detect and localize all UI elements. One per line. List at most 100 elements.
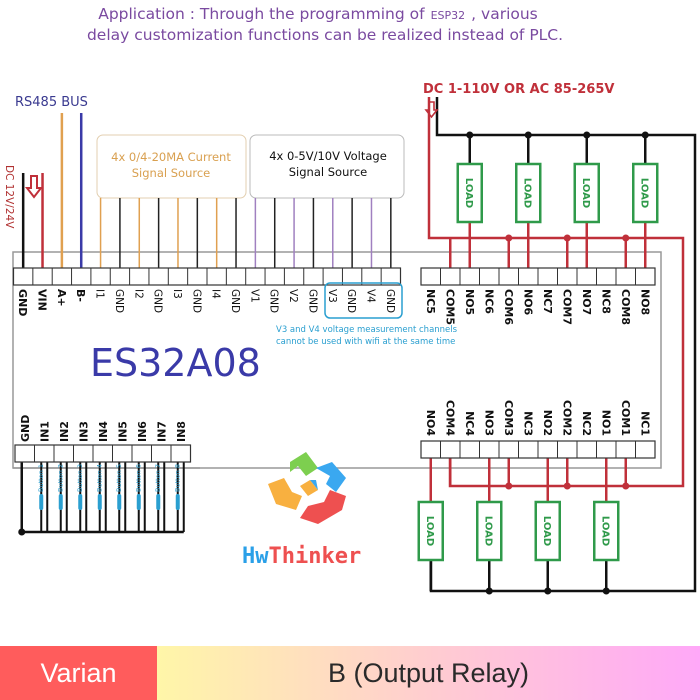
pin-label-com2: COM2 <box>560 400 573 436</box>
current-source-box <box>96 134 247 199</box>
pin-label-no3: NO3 <box>482 410 495 436</box>
junction-dot <box>563 234 571 242</box>
junction-dot <box>18 528 26 536</box>
button-label: Button 6 <box>134 464 142 492</box>
junction-dot <box>524 131 532 139</box>
variant-value: B (Output Relay) <box>157 646 700 700</box>
pin-label-no2: NO2 <box>541 410 554 436</box>
current-source-sub: Signal Source <box>132 166 210 180</box>
junction-dot <box>544 587 552 595</box>
pin-label-in6: IN6 <box>136 421 149 442</box>
load-box <box>632 162 659 224</box>
junction-dot <box>622 234 630 242</box>
pin-label-com1: COM1 <box>619 400 632 436</box>
header-line2: delay customization functions can be rea… <box>87 26 563 44</box>
hwthinker-logo: HwThinker <box>242 452 361 569</box>
pin-label-gnd: GND <box>268 289 280 313</box>
load-label: LOAD <box>638 178 649 208</box>
pin-label-gnd: GND <box>113 289 125 313</box>
junction-dot <box>563 482 571 490</box>
junction-dot <box>641 131 649 139</box>
pin-label-gnd: GND <box>229 289 241 313</box>
load-box <box>417 500 444 562</box>
pin-label-nc1: NC1 <box>638 411 651 436</box>
pin-label-gnd: GND <box>384 289 396 313</box>
note-line1: V3 and V4 voltage measurement channels <box>276 325 458 335</box>
button-icon <box>78 494 83 510</box>
pin-label-com5: COM5 <box>443 289 456 325</box>
junction-dot <box>485 587 493 595</box>
pin-label-no6: NO6 <box>521 289 534 316</box>
dc-arrow-icon <box>24 175 44 199</box>
pin-label-gnd: GND <box>306 289 318 313</box>
load-box <box>476 500 503 562</box>
terminal-block-power-analog <box>12 267 402 286</box>
button-label: Button 4 <box>95 464 103 492</box>
junction-dot <box>505 234 513 242</box>
variant-label: Varian <box>0 646 157 700</box>
button-label: Button 3 <box>76 464 84 492</box>
relay-supply-label: DC 1-110V OR AC 85-265V <box>423 82 614 97</box>
pin-label-no4: NO4 <box>424 410 437 437</box>
voltage-source-sub: Signal Source <box>289 165 367 179</box>
pin-label-no8: NO8 <box>638 289 651 315</box>
pin-label-in2: IN2 <box>58 421 71 442</box>
button-label: Button 5 <box>115 464 123 492</box>
pin-label-in3: IN3 <box>77 421 90 442</box>
button-label: Button 2 <box>56 464 64 492</box>
pin-label-nc7: NC7 <box>541 289 554 314</box>
pin-label-v2: V2 <box>287 289 299 303</box>
wires: Button 1 Button 2 Button 3 Button 4 Button 5… <box>13 97 697 595</box>
terminal-block-relay-1-4 <box>420 440 656 459</box>
pin-label-in1: IN1 <box>38 421 51 442</box>
load-box <box>515 162 542 224</box>
header-line1: Application : Through the programming of… <box>98 5 538 23</box>
pin-label-gnd: GND <box>152 289 164 313</box>
pin-label-vin: VIN <box>36 289 49 311</box>
button-label: Button 1 <box>37 464 45 492</box>
pin-label-a+: A+ <box>55 289 68 307</box>
svg-text:HwThinker: HwThinker <box>242 544 361 569</box>
button-icon <box>175 494 180 510</box>
pin-label-com4: COM4 <box>443 400 456 436</box>
pin-label-no5: NO5 <box>463 289 476 315</box>
button-icon <box>39 494 44 510</box>
pin-label-com7: COM7 <box>560 289 573 325</box>
relay-arrow-icon <box>424 101 439 119</box>
load-label: LOAD <box>424 516 435 546</box>
pin-label-v4: V4 <box>364 289 376 303</box>
voltage-source-box <box>249 134 405 199</box>
junction-dot <box>583 131 591 139</box>
pin-label-v1: V1 <box>248 289 260 303</box>
pin-label-v3: V3 <box>326 289 338 303</box>
terminal-block-inputs <box>14 444 192 463</box>
pin-label-com6: COM6 <box>502 289 515 325</box>
pin-label-nc3: NC3 <box>521 411 534 436</box>
pin-label-nc6: NC6 <box>482 289 495 314</box>
load-label: LOAD <box>482 516 493 546</box>
pin-label-i2: I2 <box>132 289 144 299</box>
pin-label-gnd: GND <box>345 289 357 313</box>
load-label: LOAD <box>580 178 591 208</box>
button-icon <box>97 494 102 510</box>
button-icon <box>136 494 141 510</box>
variant-banner: Varian B (Output Relay) <box>0 646 700 700</box>
button-label: Button 8 <box>173 464 181 492</box>
note-line2: cannot be used with wifi at the same tim… <box>276 337 455 347</box>
button-label: Button 7 <box>154 464 162 492</box>
pin-label-no7: NO7 <box>580 289 593 315</box>
pin-label-gnd: GND <box>16 289 29 316</box>
junction-dot <box>505 482 513 490</box>
pin-label-nc5: NC5 <box>424 289 437 314</box>
rs485-label: RS485 BUS <box>15 95 88 110</box>
pin-label-i1: I1 <box>94 289 106 299</box>
pin-label-com3: COM3 <box>502 400 515 436</box>
pin-label-gnd: GND <box>19 415 32 442</box>
voltage-source-label: 4x 0-5V/10V Voltage <box>269 149 387 163</box>
button-icon <box>156 494 161 510</box>
load-box <box>593 500 620 562</box>
load-label: LOAD <box>463 178 474 208</box>
pin-label-in8: IN8 <box>175 421 188 442</box>
